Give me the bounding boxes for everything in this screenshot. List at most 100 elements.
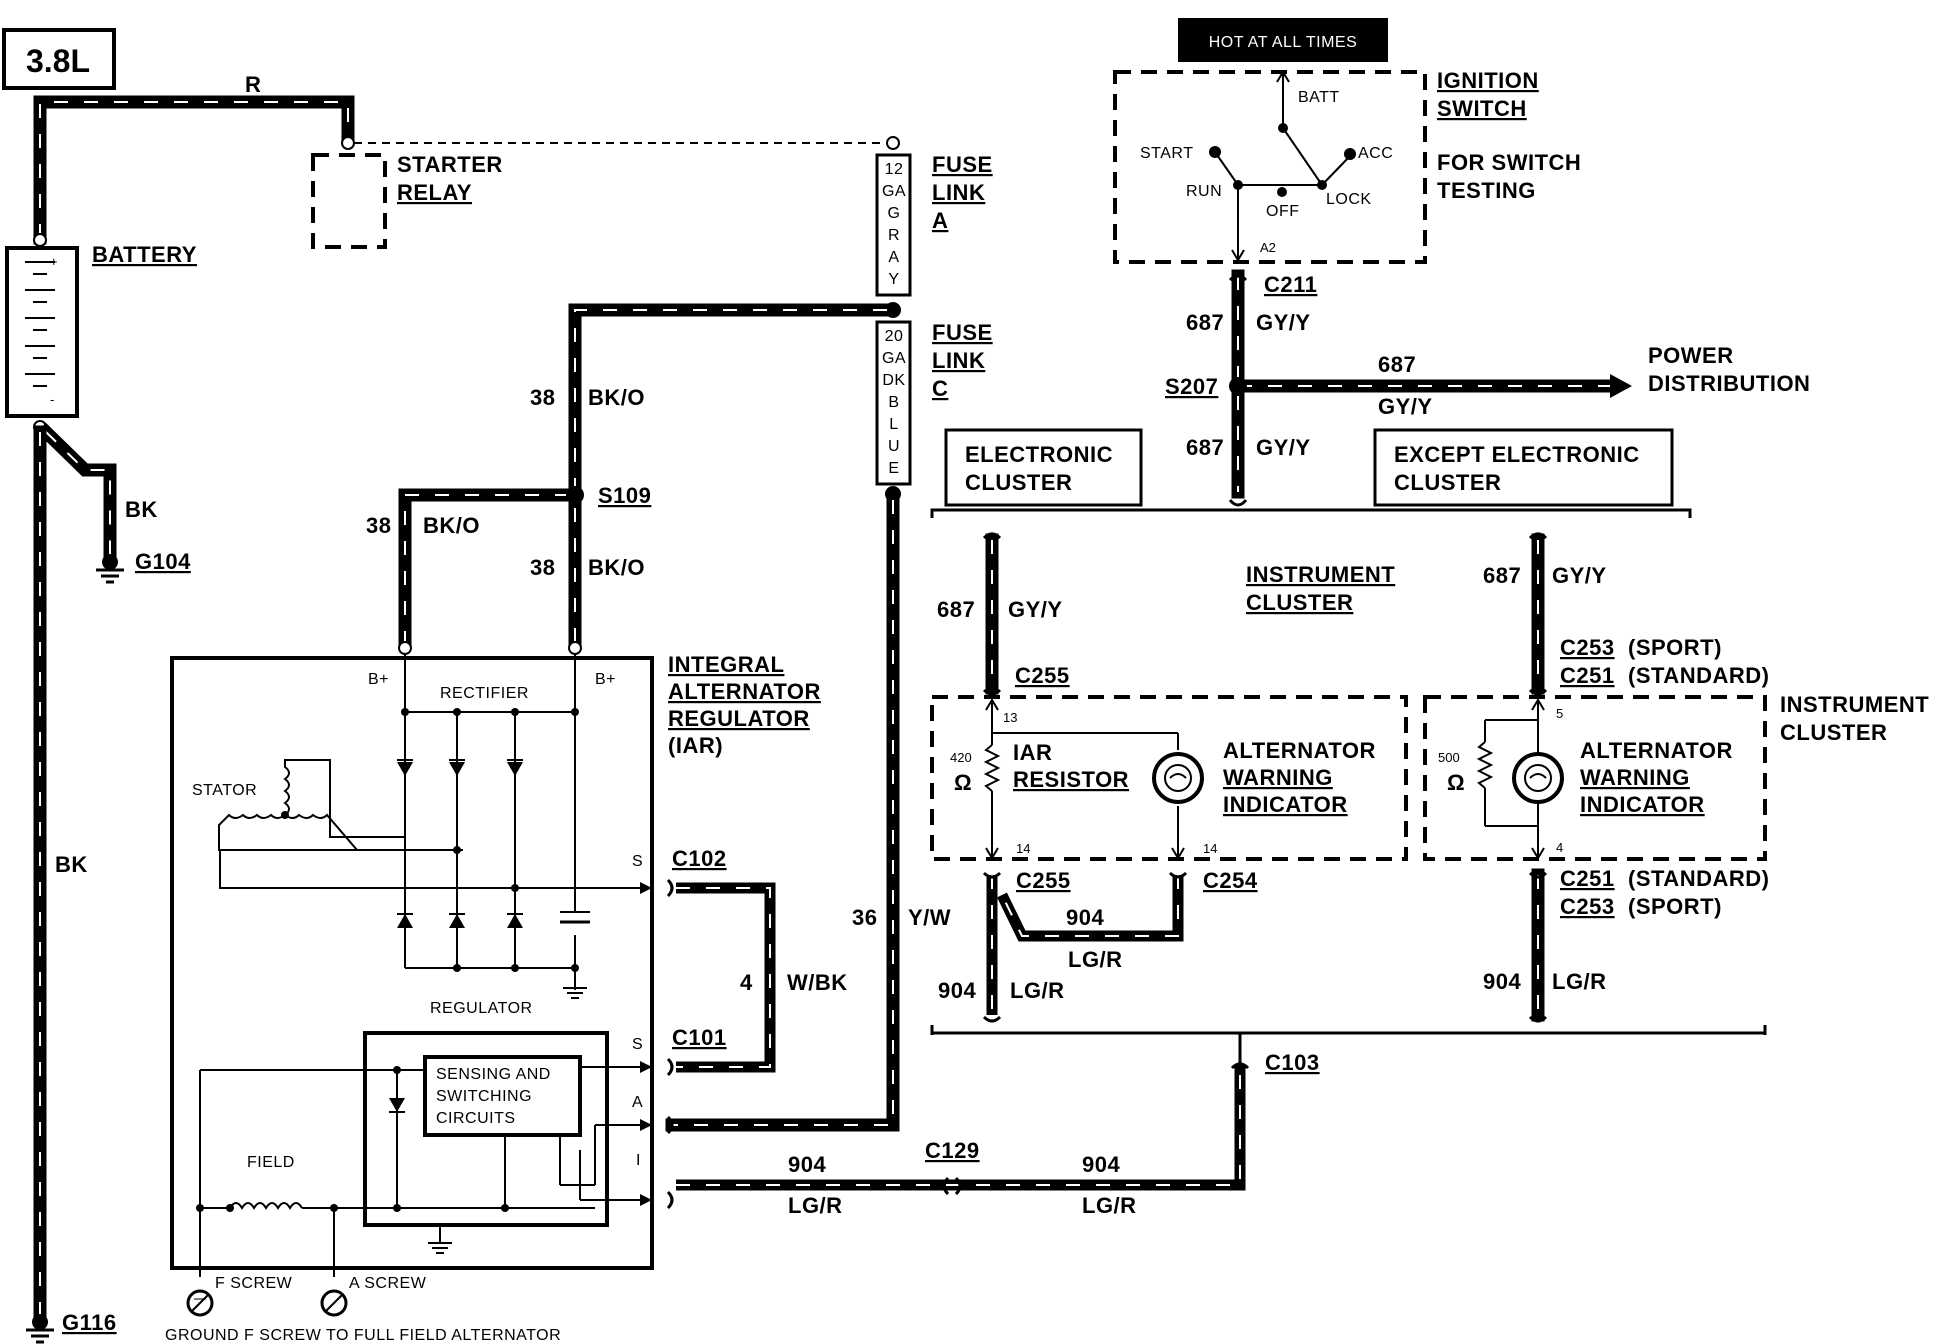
svg-text:Y: Y (888, 271, 899, 288)
wire-lg-r-label-2: LG/R (1082, 1193, 1137, 1218)
hot-at-all-times-banner (1178, 18, 1388, 62)
alternator-box (170, 656, 654, 1270)
b-plus-label-1: B+ (368, 671, 389, 688)
hot-at-all-times-label: HOT AT ALL TIMES (1209, 34, 1358, 51)
instrument-cluster-label-1: INSTRUMENT (1246, 562, 1395, 587)
instrument-cluster-label-2: CLUSTER (1246, 590, 1353, 615)
connector-c253-label-2: C253 (1560, 894, 1615, 919)
ignition-switch-contacts (1214, 70, 1351, 262)
battery-symbol (5, 246, 79, 418)
splice-s207-label: S207 (1165, 374, 1218, 399)
wire-w-bk-label: W/BK (787, 970, 848, 995)
connector-c251-std-2: (STANDARD) (1628, 866, 1769, 891)
wire-color-bk-2: BK (55, 852, 88, 877)
iar-title-4: (IAR) (668, 733, 723, 758)
starter-relay-label-2: RELAY (397, 180, 472, 205)
iar-resistor-label-2: RESISTOR (1013, 767, 1129, 792)
pin-5-label: 5 (1556, 706, 1563, 721)
f-screw-label: F SCREW (215, 1275, 293, 1292)
svg-text:U: U (888, 438, 900, 455)
connector-c101-label: C101 (672, 1025, 727, 1050)
instrument-cluster-label-4: CLUSTER (1780, 720, 1887, 745)
connector-c255-label-2: C255 (1016, 868, 1071, 893)
svg-text:12: 12 (885, 161, 904, 178)
except-cluster-label-1: EXCEPT ELECTRONIC (1394, 442, 1640, 467)
battery-label: BATTERY (92, 242, 197, 267)
power-distribution-label-2: DISTRIBUTION (1648, 371, 1810, 396)
circuit-36-label: 36 (852, 905, 877, 930)
connector-c129-label: C129 (925, 1138, 980, 1163)
a-screw-label: A SCREW (349, 1275, 427, 1292)
fuse-link-c-box (875, 320, 912, 486)
wire-lg-r-label-3: LG/R (1068, 947, 1123, 972)
ign-lock-label: LOCK (1326, 191, 1372, 208)
connector-c103-label: C103 (1265, 1050, 1320, 1075)
circuit-4-label: 4 (740, 970, 753, 995)
wire-lg-r-label-4: LG/R (1010, 978, 1065, 1003)
svg-text:-: - (50, 392, 54, 407)
except-electronic-cluster-box (1373, 428, 1674, 507)
ohm-symbol-2: Ω (1447, 770, 1465, 795)
pin-14-label-1: 14 (1016, 841, 1030, 856)
warning-indicator-circuit (1476, 697, 1545, 860)
ignition-switch-box (1113, 70, 1427, 264)
connector-c251-std-1: (STANDARD) (1628, 663, 1769, 688)
alt-a-terminal: A (632, 1094, 643, 1111)
wire-38-bk-o (398, 303, 894, 649)
svg-text:R: R (888, 227, 900, 244)
ground-symbol-rectifier (563, 968, 587, 999)
circuit-687-label-5: 687 (1483, 563, 1521, 588)
starter-relay-label-1: STARTER (397, 152, 503, 177)
connector-c102-label: C102 (672, 846, 727, 871)
sensing-switching-box (423, 1055, 582, 1137)
connector-c211-label: C211 (1264, 272, 1317, 297)
electronic-cluster-box (944, 428, 1143, 507)
diodes (397, 759, 523, 928)
ground-note: GROUND F SCREW TO FULL FIELD ALTERNATOR (165, 1327, 561, 1344)
wire-bk-o-label-2: BK/O (423, 513, 480, 538)
pin-4-label: 4 (1556, 840, 1563, 855)
sensing-label-3: CIRCUITS (436, 1110, 516, 1127)
circuit-687-label-3: 687 (1186, 435, 1224, 460)
wire-687-left-cluster (985, 533, 1545, 695)
connector-c254-label: C254 (1203, 868, 1258, 893)
circuit-904-label-5: 904 (1483, 969, 1521, 994)
wire-36-y-w (665, 493, 900, 1132)
ign-batt-label: BATT (1298, 89, 1340, 106)
sensing-label-2: SWITCHING (436, 1088, 532, 1105)
fuse-link-c-tag: 20 GA DK B L U E (882, 328, 906, 477)
splice-s109-label: S109 (598, 483, 651, 508)
a-screw-icon (320, 1289, 348, 1317)
ohm-500-label: 500 (1438, 750, 1460, 765)
alt-i-terminal: I (636, 1152, 641, 1169)
f-screw-icon (186, 1289, 214, 1317)
electronic-cluster-label-1: ELECTRONIC (965, 442, 1113, 467)
circuit-687-label-2: 687 (1378, 352, 1416, 377)
svg-text:L: L (889, 416, 898, 433)
regulator-box (363, 1031, 609, 1227)
splice-s207 (1229, 377, 1247, 395)
svg-text:RELAY: RELAY (397, 180, 472, 205)
except-cluster-dashed-box (1423, 695, 1767, 861)
fuse-link-c-title-2: LINK (932, 348, 985, 373)
stator-label: STATOR (192, 782, 257, 799)
switch-testing-note-1: FOR SWITCH (1437, 150, 1581, 175)
connector-c253-label-1: C253 (1560, 635, 1615, 660)
circuit-687-label-4: 687 (937, 597, 975, 622)
iar-title-1: INTEGRAL (668, 652, 784, 677)
ground-g116-symbol (26, 1314, 54, 1344)
rectifier-label: RECTIFIER (440, 685, 529, 702)
svg-text:E: E (888, 460, 899, 477)
svg-text:GA: GA (882, 183, 906, 200)
engine-label: 3.8L (26, 43, 90, 79)
wire-red-battery-feed (33, 95, 355, 245)
ignition-switch-title-1: IGNITION (1437, 68, 1539, 93)
svg-text:DK: DK (882, 372, 905, 389)
wire-bk-g104 (36, 422, 117, 567)
ign-off-label: OFF (1266, 203, 1300, 220)
except-cluster-label-2: CLUSTER (1394, 470, 1501, 495)
fuse-link-a-title-1: FUSE (932, 152, 993, 177)
wire-lg-r-label-5: LG/R (1552, 969, 1607, 994)
wire-bk-o-label-3: BK/O (588, 555, 645, 580)
fuse-link-c-title-3: C (932, 376, 948, 401)
